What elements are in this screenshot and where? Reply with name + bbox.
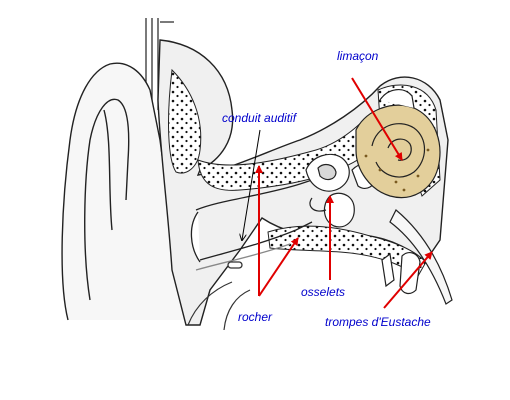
label-osselets: osselets xyxy=(301,285,346,299)
label-rocher: rocher xyxy=(238,310,273,324)
label-limacon: limaçon xyxy=(337,49,379,63)
eustachian-tube xyxy=(381,209,453,305)
ear-canal xyxy=(190,179,313,271)
arrow-limacon xyxy=(351,77,403,161)
ossicles xyxy=(305,153,377,228)
arrow-conduit xyxy=(242,129,261,240)
label-trompes-eustache: trompes d'Eustache xyxy=(325,315,431,329)
label-conduit-auditif: conduit auditif xyxy=(222,111,297,125)
annotation-arrows xyxy=(255,77,433,309)
lower-outline xyxy=(187,281,251,331)
arrow-rocher-right xyxy=(258,237,299,297)
cochlea xyxy=(355,89,441,199)
arrow-trompes xyxy=(383,251,433,309)
